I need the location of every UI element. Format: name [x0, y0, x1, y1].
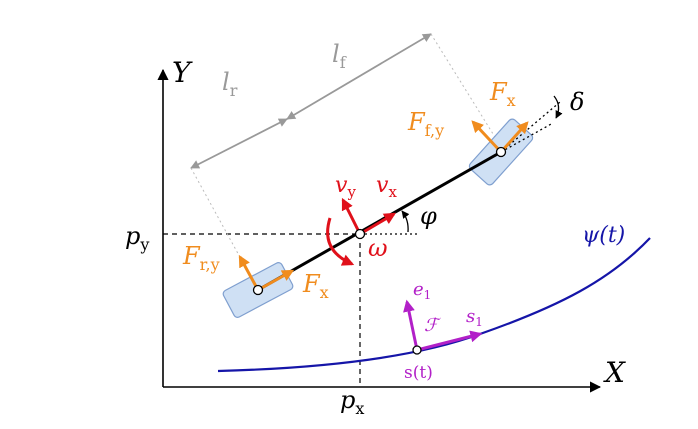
length-dimensions: lr lf [190, 33, 504, 291]
front-fy-label: Ff,y [407, 108, 444, 140]
py-label: py [125, 222, 149, 254]
rear-fx-label: Fx [302, 270, 329, 302]
lr-dimension-arrow [190, 118, 288, 169]
lr-label: lr [222, 68, 238, 100]
heading-angle-label: φ [420, 202, 437, 230]
steering-angle-label: δ [570, 88, 584, 116]
rear-axle-point [252, 284, 264, 296]
e1-label: e1 [413, 279, 431, 302]
frame-name-label: ℱ [424, 315, 441, 336]
rear-fy-label: Fr,y [182, 242, 220, 274]
front-fy-arrow [471, 120, 503, 154]
steering-angle-arc [553, 95, 563, 119]
y-axis-label: Y [172, 56, 193, 89]
front-fx-arrow [499, 121, 529, 154]
s1-arrow [416, 330, 483, 352]
center-of-gravity [354, 228, 366, 240]
lf-dimension-arrow [286, 33, 432, 120]
front-axle-point [495, 146, 507, 158]
vy-arrow [341, 197, 362, 235]
front-fx-label: Fx [489, 78, 516, 110]
path-point-label: s(t) [404, 363, 433, 383]
path-label: ψ(t) [582, 223, 625, 248]
e1-arrow [403, 299, 419, 351]
s1-label: s1 [466, 306, 483, 329]
rear-fy-arrow [238, 254, 260, 291]
rear-fx-arrow [257, 269, 295, 292]
yaw-rate-label: ω [368, 234, 388, 262]
yaw-rate-arc [326, 217, 355, 266]
vy-label: vy [335, 173, 356, 201]
vx-label: vx [376, 173, 397, 201]
lf-label: lf [332, 40, 347, 72]
px-label: px [340, 386, 364, 418]
reference-path [217, 237, 651, 373]
vx-arrow [359, 212, 397, 236]
path-point [412, 345, 422, 355]
heading-angle-arc [401, 210, 410, 233]
x-axis-label: X [603, 356, 626, 389]
